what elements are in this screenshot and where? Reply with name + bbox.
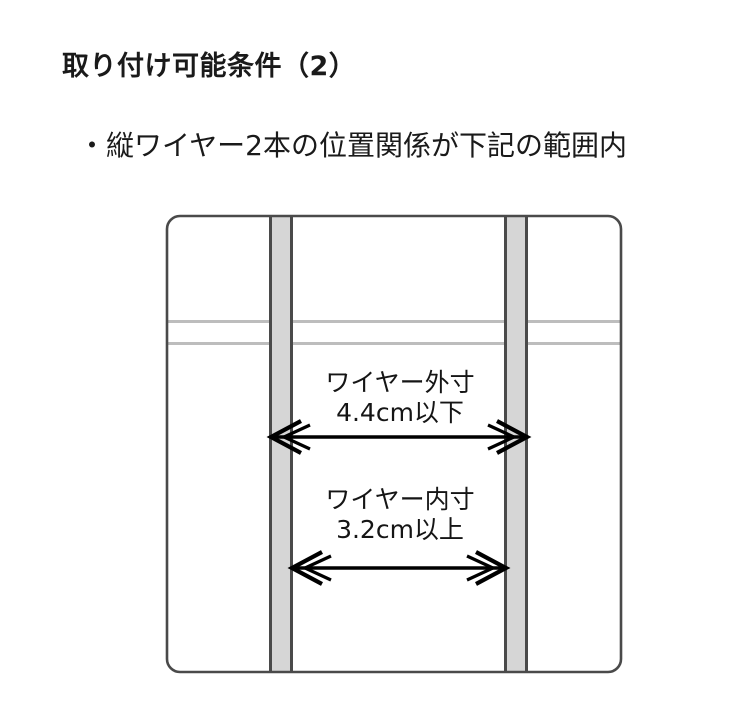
inner-arrow-head-right bbox=[475, 550, 511, 586]
inner-arrow-head-left bbox=[287, 550, 323, 586]
condition-bullet-text: ・縦ワイヤー2本の位置関係が下記の範囲内 bbox=[78, 129, 627, 162]
outer-dimension-label: ワイヤー外寸 4.4cm以下 bbox=[280, 368, 520, 428]
diagram-canvas bbox=[160, 200, 630, 690]
outer-arrow-head-right bbox=[496, 419, 532, 455]
inner-dimension-arrow bbox=[287, 550, 511, 586]
outer-arrow-head-right-inner bbox=[487, 423, 518, 451]
inner-arrow-head-left-inner bbox=[301, 554, 332, 582]
inner-dimension-value: 3.2cm以上 bbox=[336, 515, 464, 544]
diagram-background bbox=[160, 200, 630, 690]
inner-arrow-head-right-inner bbox=[466, 554, 497, 582]
page-title: 取り付け可能条件（2） bbox=[62, 51, 357, 82]
inner-dimension-label: ワイヤー内寸 3.2cm以上 bbox=[280, 485, 520, 545]
outer-arrow-head-left bbox=[266, 419, 302, 455]
outer-arrow-head-left-inner bbox=[280, 423, 311, 451]
horizontal-band-fill bbox=[166, 321, 622, 344]
outer-dimension-title: ワイヤー外寸 bbox=[325, 368, 475, 397]
wire-spacing-diagram bbox=[160, 200, 630, 690]
inner-dimension-title: ワイヤー内寸 bbox=[325, 485, 475, 514]
outer-dimension-value: 4.4cm以下 bbox=[336, 398, 464, 427]
outer-dimension-arrow bbox=[266, 419, 532, 455]
panel-frame bbox=[165, 214, 623, 674]
